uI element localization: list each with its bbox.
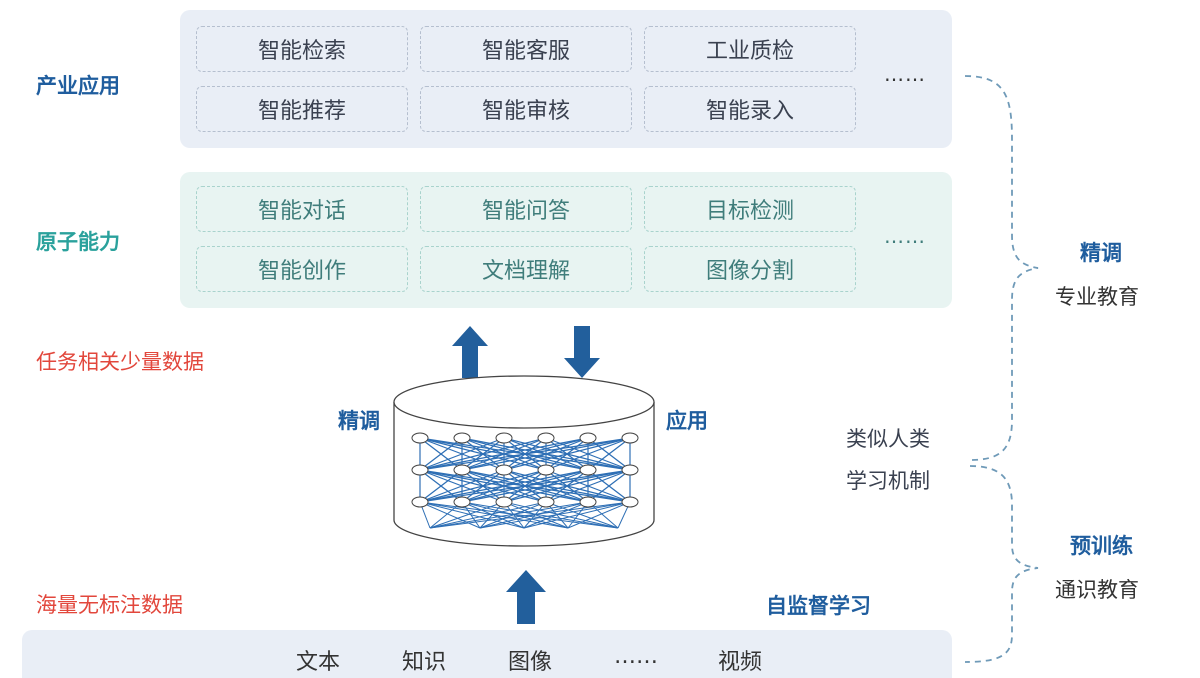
network-edge <box>545 437 631 471</box>
industry-label: 产业应用 <box>36 74 120 98</box>
network-node <box>579 496 597 508</box>
atomic-item: 文档理解 <box>420 246 632 292</box>
network-edge <box>419 469 589 503</box>
model-finetune-label: 精调 <box>338 409 380 433</box>
right-finetune-subtitle: 专业教育 <box>1055 285 1139 309</box>
network-edge <box>503 437 631 471</box>
network-edge <box>429 501 505 529</box>
data-source-item: 视频 <box>718 650 763 675</box>
network-edge <box>429 501 589 529</box>
bracket-pretrain <box>964 465 1039 663</box>
atomic-item: 智能创作 <box>196 246 408 292</box>
network-edge <box>587 469 631 503</box>
network-edge <box>419 469 463 503</box>
network-edge <box>461 501 525 529</box>
network-node <box>621 496 639 508</box>
task-data-label: 任务相关少量数据 <box>36 350 204 374</box>
network-node <box>411 496 429 508</box>
industry-more: …… <box>884 62 926 86</box>
atomic-label: 原子能力 <box>36 230 120 254</box>
industry-item: 智能审核 <box>420 86 632 132</box>
network-edge <box>419 501 619 529</box>
network-node <box>537 496 555 508</box>
network-edge <box>429 501 631 529</box>
network-edge <box>419 437 589 471</box>
network-edge <box>479 501 589 529</box>
mechanism-line1: 类似人类 <box>846 427 930 451</box>
industry-panel: 智能检索 智能客服 工业质检 智能推荐 智能审核 智能录入 …… <box>180 10 952 148</box>
data-source-item: 图像 <box>508 650 553 675</box>
data-sources-panel: 文本 知识 图像 …… 视频 <box>22 630 952 678</box>
network-edge <box>419 437 505 471</box>
industry-item: 智能检索 <box>196 26 408 72</box>
network-edge <box>419 437 547 471</box>
network-edge <box>503 469 631 503</box>
down-arrow-apply <box>564 326 600 378</box>
up-arrow-pretrain <box>506 570 546 624</box>
network-edge <box>461 501 619 529</box>
right-pretrain-title: 预训练 <box>1070 534 1133 558</box>
network-edge <box>419 469 631 503</box>
industry-item: 智能客服 <box>420 26 632 72</box>
network-node <box>453 496 471 508</box>
network-edge <box>503 501 619 529</box>
neural-network <box>411 432 639 529</box>
network-edge <box>419 469 505 503</box>
industry-item: 智能推荐 <box>196 86 408 132</box>
network-node <box>453 432 471 444</box>
network-node <box>495 496 513 508</box>
self-supervised-label: 自监督学习 <box>766 594 871 618</box>
model-apply-label: 应用 <box>666 409 708 433</box>
network-node <box>453 464 471 476</box>
atomic-panel: 智能对话 智能问答 目标检测 智能创作 文档理解 图像分割 …… <box>180 172 952 308</box>
atomic-item: 智能问答 <box>420 186 632 232</box>
network-edge <box>587 437 631 471</box>
network-edge <box>479 501 631 529</box>
right-finetune-title: 精调 <box>1080 241 1122 265</box>
network-node <box>411 464 429 476</box>
data-source-item: …… <box>614 644 658 669</box>
industry-item: 工业质检 <box>644 26 856 72</box>
network-node <box>495 432 513 444</box>
data-source-item: 文本 <box>296 650 341 675</box>
industry-item: 智能录入 <box>644 86 856 132</box>
bracket-finetune <box>964 75 1039 461</box>
network-edge <box>429 501 547 529</box>
network-node <box>537 432 555 444</box>
network-node <box>411 432 429 444</box>
network-edge <box>461 469 631 503</box>
network-edge <box>419 469 547 503</box>
network-node <box>495 464 513 476</box>
network-edge <box>461 437 631 471</box>
mechanism-line2: 学习机制 <box>846 469 930 493</box>
atomic-more: …… <box>884 224 926 248</box>
network-edge <box>545 469 631 503</box>
network-node <box>621 432 639 444</box>
atomic-item: 图像分割 <box>644 246 856 292</box>
massive-data-label: 海量无标注数据 <box>36 593 183 617</box>
right-pretrain-subtitle: 通识教育 <box>1055 578 1139 602</box>
network-node <box>621 464 639 476</box>
atomic-item: 目标检测 <box>644 186 856 232</box>
network-node <box>579 464 597 476</box>
network-edge <box>429 501 463 529</box>
network-edge <box>419 501 481 529</box>
up-arrow-finetune <box>452 326 488 378</box>
network-node <box>537 464 555 476</box>
network-edge <box>567 501 631 529</box>
network-edge <box>479 501 547 529</box>
network-edge <box>419 437 631 471</box>
network-edge <box>523 501 631 529</box>
network-edge <box>419 437 463 471</box>
atomic-item: 智能对话 <box>196 186 408 232</box>
network-edge <box>545 501 619 529</box>
network-node <box>579 432 597 444</box>
network-edge <box>461 501 569 529</box>
model-cylinder <box>393 375 655 547</box>
data-source-item: 知识 <box>402 650 447 675</box>
